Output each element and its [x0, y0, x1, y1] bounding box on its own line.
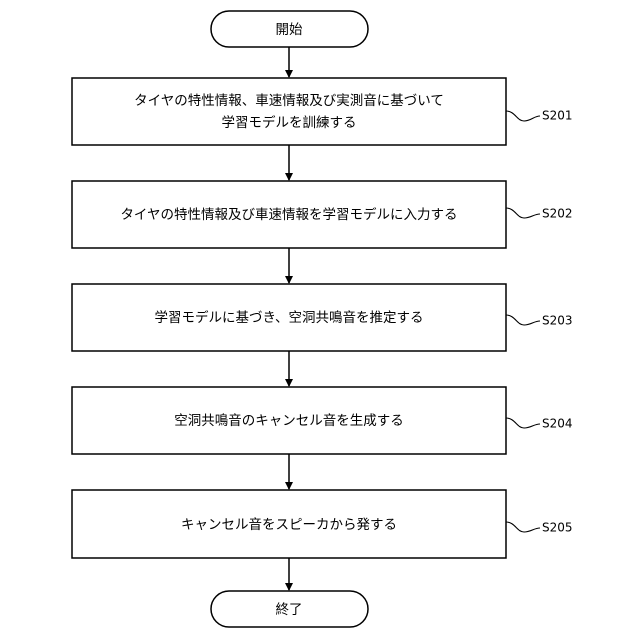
process-text-s201-line2: 学習モデルを訓練する — [222, 114, 357, 131]
step-label-s202: S202 — [542, 207, 573, 221]
process-text-s205-line1: キャンセル音をスピーカから発する — [181, 516, 397, 533]
process-box-s201 — [72, 78, 506, 145]
process-text-s201-line1: タイヤの特性情報、車速情報及び実測音に基づいて — [134, 92, 444, 109]
step-label-s203: S203 — [542, 314, 573, 328]
process-text-s202-line1: タイヤの特性情報及び車速情報を学習モデルに入力する — [120, 206, 457, 223]
step-leader-s202 — [506, 208, 540, 218]
process-step-s201: タイヤの特性情報、車速情報及び実測音に基づいて 学習モデルを訓練する S201 — [72, 78, 573, 145]
start-terminal: 開始 — [211, 11, 368, 47]
step-label-s201: S201 — [542, 109, 573, 123]
step-leader-s205 — [506, 522, 540, 532]
process-text-s204-line1: 空洞共鳴音のキャンセル音を生成する — [174, 412, 404, 429]
process-step-s203: 学習モデルに基づき、空洞共鳴音を推定する S203 — [72, 284, 573, 351]
process-step-s205: キャンセル音をスピーカから発する S205 — [72, 490, 573, 558]
step-leader-s204 — [506, 418, 540, 428]
end-terminal: 終了 — [211, 591, 368, 627]
step-leader-s201 — [506, 111, 540, 121]
step-leader-s203 — [506, 315, 540, 325]
process-text-s203-line1: 学習モデルに基づき、空洞共鳴音を推定する — [154, 309, 423, 326]
process-step-s202: タイヤの特性情報及び車速情報を学習モデルに入力する S202 — [72, 181, 573, 248]
start-terminal-label: 開始 — [276, 22, 303, 38]
step-label-s204: S204 — [542, 417, 573, 431]
step-label-s205: S205 — [542, 521, 573, 535]
end-terminal-label: 終了 — [276, 602, 303, 618]
process-step-s204: 空洞共鳴音のキャンセル音を生成する S204 — [72, 387, 573, 454]
